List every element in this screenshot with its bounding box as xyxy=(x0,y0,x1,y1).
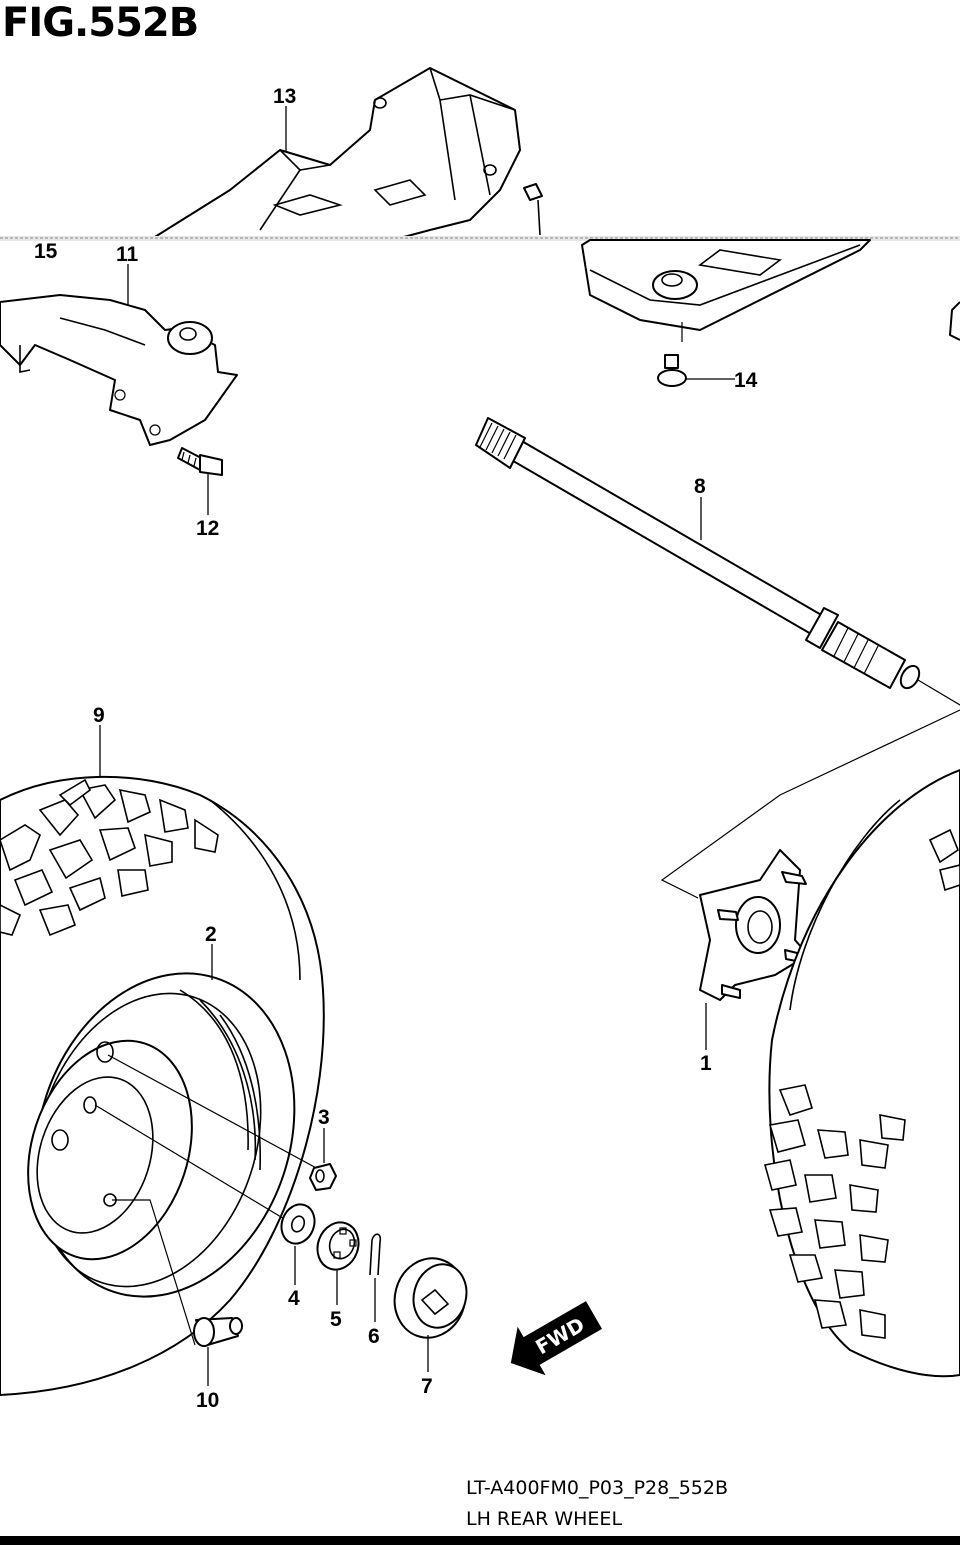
callout-13: 13 xyxy=(273,85,296,108)
washer xyxy=(280,1203,316,1245)
skid-plate-lower xyxy=(581,239,871,342)
diagram-code: LT-A400FM0_P03_P28_552B xyxy=(466,1477,728,1499)
figure-title: FIG.552B xyxy=(2,0,198,46)
leader-lines xyxy=(99,106,735,1386)
callouts: 13 15 11 14 8 12 9 2 1 3 4 5 6 7 10 xyxy=(34,85,758,1412)
callout-4: 4 xyxy=(288,1287,300,1310)
callout-2: 2 xyxy=(205,923,217,946)
callout-9: 9 xyxy=(93,704,105,727)
diagram-caption: LH REAR WHEEL xyxy=(466,1508,622,1530)
axle-shaft xyxy=(475,417,921,690)
callout-6: 6 xyxy=(368,1325,380,1348)
callout-14: 14 xyxy=(734,369,758,392)
callout-10: 10 xyxy=(196,1389,219,1412)
frame-fragment-right xyxy=(949,301,960,341)
valve-stem xyxy=(193,1317,243,1347)
wheel-nut xyxy=(309,1163,337,1191)
bolt-small-upper xyxy=(523,183,543,236)
wheel-hub xyxy=(699,849,809,1001)
skid-plate-upper xyxy=(149,67,521,241)
bolt-14 xyxy=(657,354,687,387)
bolt-12 xyxy=(177,447,223,476)
hub-cap xyxy=(393,1257,468,1339)
callout-3: 3 xyxy=(318,1106,330,1129)
callout-12: 12 xyxy=(196,517,219,540)
callout-5: 5 xyxy=(330,1308,342,1331)
fwd-arrow: FWD xyxy=(510,1301,602,1376)
callout-1: 1 xyxy=(700,1052,712,1075)
scan-seam xyxy=(0,236,960,241)
assembly-lines xyxy=(660,679,960,899)
bottom-border xyxy=(0,1536,960,1545)
callout-11: 11 xyxy=(116,243,139,266)
wheel-rim xyxy=(27,972,296,1298)
tire-right xyxy=(763,769,960,1378)
callout-15: 15 xyxy=(34,240,58,263)
castle-nut xyxy=(316,1221,360,1271)
rim-explode-lines xyxy=(94,1054,321,1346)
callout-7: 7 xyxy=(421,1375,433,1398)
callout-8: 8 xyxy=(694,475,706,498)
cotter-pin xyxy=(369,1233,382,1276)
frame-bracket xyxy=(0,294,238,446)
